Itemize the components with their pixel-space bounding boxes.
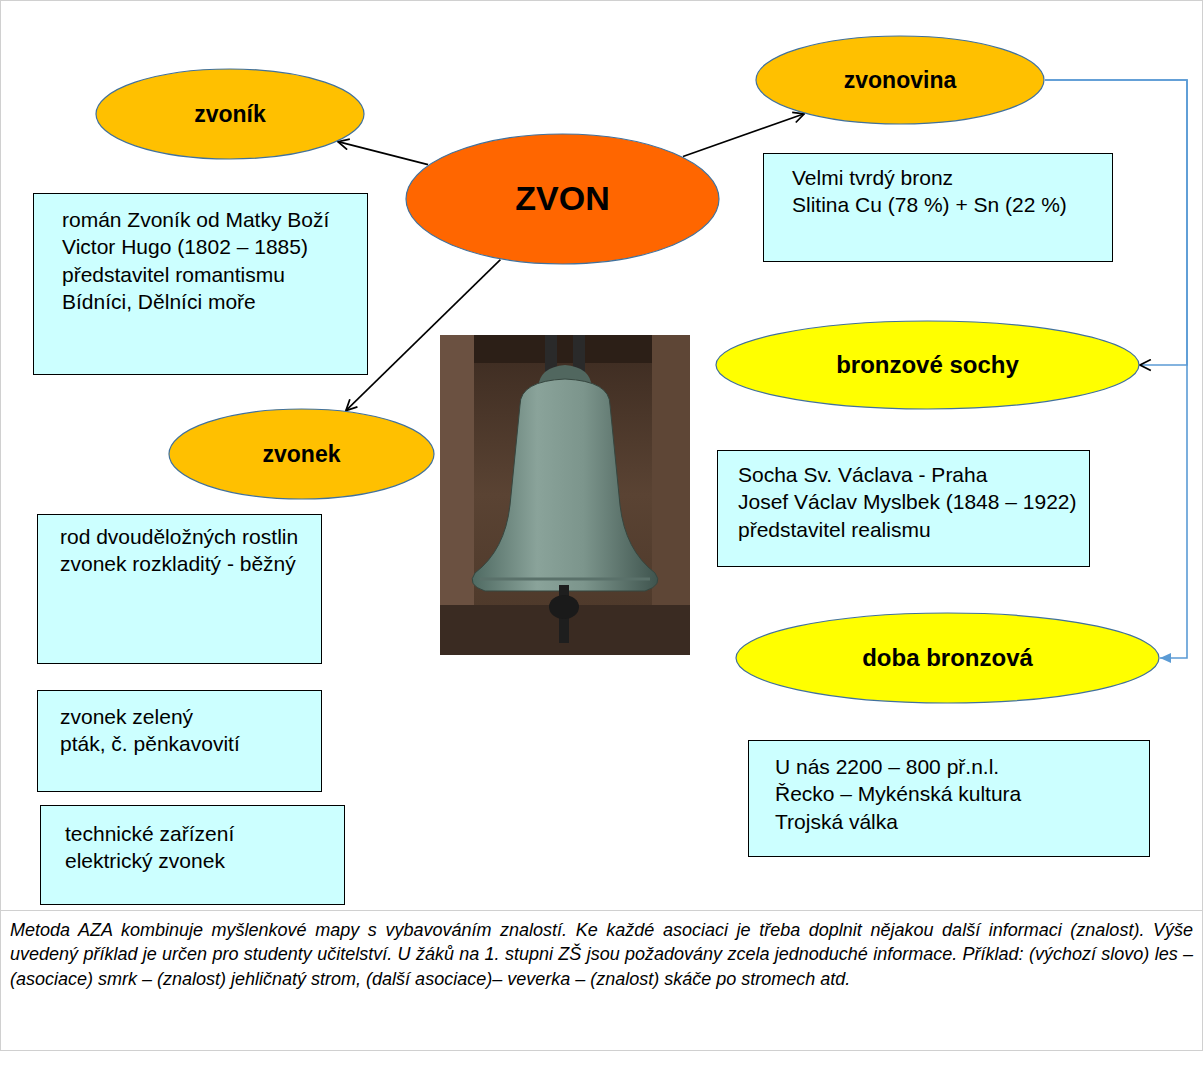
knowledge-box: Socha Sv. Václava - PrahaJosef Václav My…: [717, 450, 1090, 567]
node-content: Velmi tvrdý bronzSlitina Cu (78 %) + Sn …: [792, 164, 1102, 219]
node-content: román Zvoník od Matky BožíVictor Hugo (1…: [62, 206, 357, 315]
association-arrow: [683, 114, 804, 157]
knowledge-text: Řecko – Mykénská kultura: [775, 780, 1139, 807]
knowledge-text: Bídníci, Dělníci moře: [62, 288, 357, 315]
ellipse-shape: [169, 409, 434, 499]
ellipse-shape: [756, 36, 1044, 124]
caption-text: Metoda AZA kombinuje myšlenkové mapy s v…: [10, 918, 1193, 991]
knowledge-box: Velmi tvrdý bronzSlitina Cu (78 %) + Sn …: [763, 153, 1113, 262]
knowledge-text: Trojská válka: [775, 808, 1139, 835]
ellipse-shape: [406, 134, 719, 264]
knowledge-text: technické zařízení: [65, 820, 334, 847]
node-content: zvonek zelenýpták, č. pěnkavovití: [60, 703, 311, 758]
knowledge-box: U nás 2200 – 800 př.n.l.Řecko – Mykénská…: [748, 740, 1150, 857]
bell-photo: [440, 335, 690, 655]
knowledge-text: rod dvouděložných rostlin: [60, 523, 311, 550]
caption-frame: [1, 911, 1203, 1051]
knowledge-text: Josef Václav Myslbek (1848 – 1922) předs…: [738, 488, 1079, 543]
association-label: bronzové sochy: [836, 351, 1019, 379]
association-label: ZVON: [515, 179, 609, 218]
association-ellipse: doba bronzová: [735, 612, 1160, 704]
node-content: zvoník: [194, 101, 266, 127]
bell-lip: [480, 578, 650, 581]
knowledge-text: Velmi tvrdý bronz: [792, 164, 1102, 191]
association-label: zvonek: [263, 441, 341, 467]
association-ellipse: zvonek: [168, 408, 435, 500]
node-content: zvonovina: [844, 67, 956, 93]
node-content: ZVON: [515, 179, 609, 218]
association-arrow: [346, 260, 501, 411]
knowledge-text: elektrický zvonek: [65, 847, 334, 874]
knowledge-box: zvonek zelenýpták, č. pěnkavovití: [37, 690, 322, 792]
association-ellipse: bronzové sochy: [715, 320, 1140, 410]
knowledge-box: technické zařízeníelektrický zvonek: [40, 805, 345, 905]
knowledge-text: zvonek rozkladitý - běžný: [60, 550, 311, 577]
knowledge-text: U nás 2200 – 800 př.n.l.: [775, 753, 1139, 780]
node-content: doba bronzová: [862, 644, 1033, 672]
knowledge-text: představitel romantismu: [62, 261, 357, 288]
knowledge-text: Victor Hugo (1802 – 1885): [62, 233, 357, 260]
node-content: U nás 2200 – 800 př.n.l.Řecko – Mykénská…: [775, 753, 1139, 835]
association-arrow: [338, 142, 428, 165]
node-content: Socha Sv. Václava - PrahaJosef Václav My…: [738, 461, 1079, 543]
knowledge-box: román Zvoník od Matky BožíVictor Hugo (1…: [33, 193, 368, 375]
node-content: rod dvouděložných rostlinzvonek rozkladi…: [60, 523, 311, 578]
node-content: zvonek: [263, 441, 341, 467]
knowledge-text: Socha Sv. Václava - Praha: [738, 461, 1079, 488]
knowledge-box: rod dvouděložných rostlinzvonek rozkladi…: [37, 514, 322, 664]
node-content: bronzové sochy: [836, 351, 1019, 379]
ellipse-shape: [96, 69, 364, 159]
knowledge-text: pták, č. pěnkavovití: [60, 730, 311, 757]
photo-background: [440, 335, 690, 655]
knowledge-text: román Zvoník od Matky Boží: [62, 206, 357, 233]
bell-body: [472, 379, 658, 591]
diagram-frame: [1, 1, 1203, 911]
association-ellipse: zvonovina: [755, 35, 1045, 125]
node-content: technické zařízeníelektrický zvonek: [65, 820, 334, 875]
association-label: zvonovina: [844, 67, 956, 93]
central-ellipse: ZVON: [405, 133, 720, 265]
knowledge-text: Slitina Cu (78 %) + Sn (22 %): [792, 191, 1102, 218]
association-label: doba bronzová: [862, 644, 1033, 672]
knowledge-text: zvonek zelený: [60, 703, 311, 730]
bell-clapper: [549, 595, 579, 619]
association-label: zvoník: [194, 101, 266, 127]
association-ellipse: zvoník: [95, 68, 365, 160]
ellipse-shape: [736, 613, 1159, 703]
ellipse-shape: [716, 321, 1139, 409]
